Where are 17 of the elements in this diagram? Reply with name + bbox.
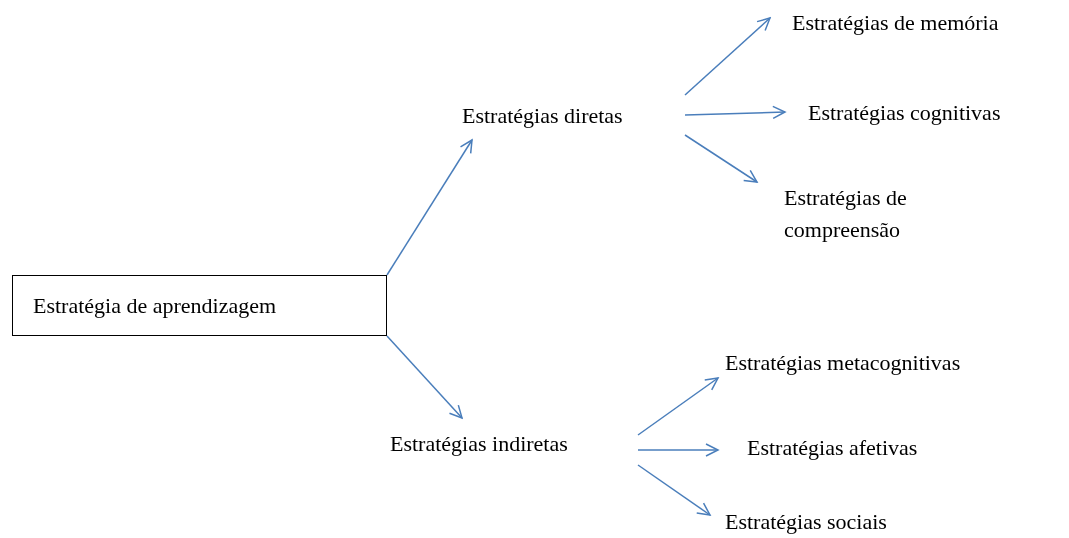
node-text: Estratégias cognitivas: [785, 95, 1066, 130]
arrow: [684, 134, 758, 183]
node-text: Estratégias de memória: [770, 5, 1066, 40]
node-text: Estratégias diretas: [455, 92, 685, 140]
node-text: Estratégias sociais: [710, 505, 945, 538]
node-text: Estratégias afetivas: [718, 430, 980, 465]
arrow: [637, 443, 719, 457]
root-box: Estratégia de aprendizagem: [12, 275, 387, 336]
arrow: [637, 377, 719, 436]
node-text: Estratégias de compreensão: [757, 178, 960, 250]
node-text: Estratégias metacognitivas: [718, 345, 1045, 380]
arrow: [637, 464, 711, 516]
arrow: [684, 17, 771, 96]
arrow: [386, 139, 473, 276]
node-text: Estratégias indiretas: [385, 418, 638, 470]
arrow: [684, 105, 786, 120]
arrow: [386, 335, 463, 419]
